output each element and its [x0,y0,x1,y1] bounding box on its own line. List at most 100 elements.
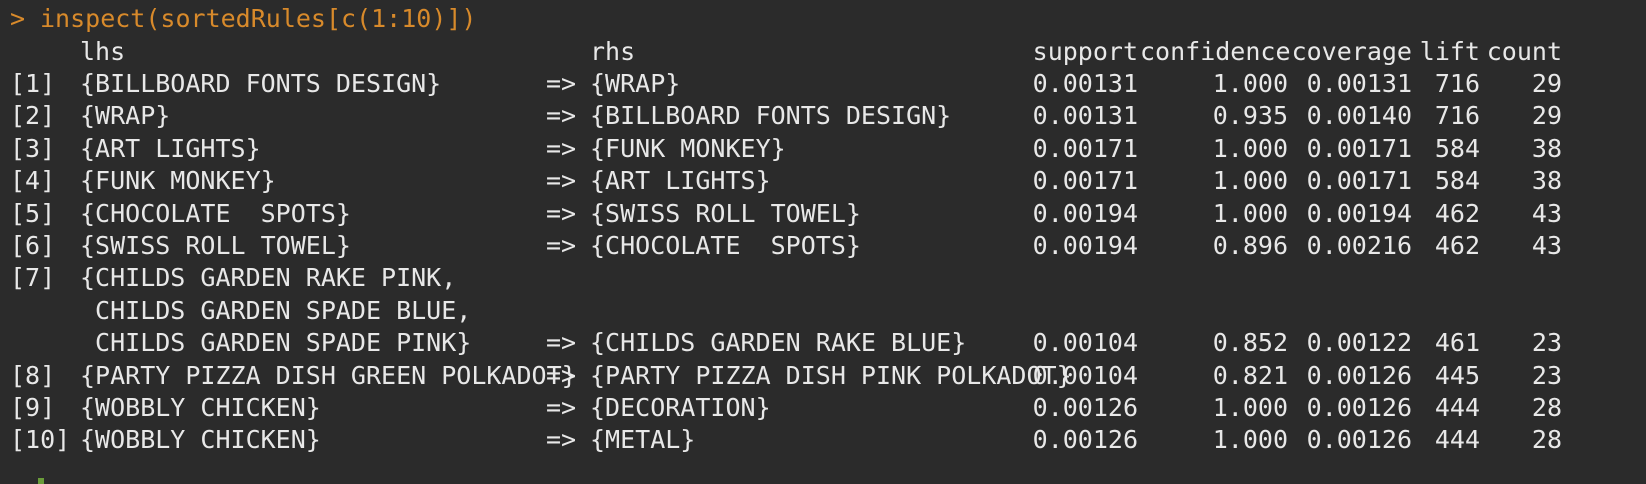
rule-rhs: {PARTY PIZZA DISH PINK POLKADOT} [590,360,1072,390]
rule-rhs: {ART LIGHTS} [590,166,771,196]
header-rhs: rhs [590,37,636,66]
rule-coverage: 0.00171 [1306,133,1412,163]
rule-count: 28 [1531,425,1562,455]
rule-lhs: {PARTY PIZZA DISH GREEN POLKADOT} [80,360,577,390]
rule-count: 38 [1531,166,1562,196]
rule-confidence: 0.852 [1212,328,1288,358]
rule-support: 0.00171 [1032,133,1138,163]
rule-lift: 462 [1434,231,1480,260]
prompt-symbol: > [10,4,26,33]
rule-lift: 444 [1434,425,1480,455]
rule-lift: 716 [1434,101,1480,131]
rule-confidence: 0.821 [1212,360,1288,390]
rule-lhs: {WOBBLY CHICKEN} [80,393,321,422]
rule-confidence: 1.000 [1212,166,1288,196]
row-index: [8] [10,360,56,390]
rule-arrow: => [546,360,577,390]
rule-coverage: 0.00216 [1306,231,1412,260]
rule-arrow: => [546,133,577,163]
rule-support: 0.00104 [1032,328,1138,358]
command-text: inspect(sortedRules[c(1:10)]) [40,4,477,33]
rule-lift: 444 [1434,393,1480,422]
header-lift: lift [1419,37,1480,66]
rule-lhs: {WOBBLY CHICKEN} [80,425,321,455]
rule-confidence: 1.000 [1212,425,1288,455]
rule-lhs: CHILDS GARDEN SPADE PINK} [80,328,472,358]
rule-lhs: {CHILDS GARDEN RAKE PINK, [80,263,457,293]
header-count: count [1486,37,1562,66]
table-header: lhs rhs support confidence coverage lift… [0,35,1562,69]
rule-count: 43 [1531,231,1562,260]
rule-coverage: 0.00126 [1306,393,1412,422]
rule-arrow: => [546,393,577,422]
row-index: [4] [10,166,56,196]
rule-lift: 584 [1434,166,1480,196]
header-coverage: coverage [1291,37,1412,66]
rule-arrow: => [546,69,577,98]
rule-count: 43 [1531,198,1562,228]
rule-count: 23 [1531,328,1562,358]
rule-lift: 584 [1434,133,1480,163]
row-index: [7] [10,263,56,293]
rule-confidence: 1.000 [1212,198,1288,228]
rule-support: 0.00104 [1032,360,1138,390]
rule-confidence: 0.935 [1212,101,1288,131]
rule-count: 29 [1531,101,1562,131]
rule-arrow: => [546,101,577,131]
row-index: [6] [10,231,56,260]
rule-rhs: {WRAP} [590,69,681,98]
row-index: [5] [10,198,56,228]
rule-count: 23 [1531,360,1562,390]
rule-confidence: 1.000 [1212,133,1288,163]
rule-lift: 461 [1434,328,1480,358]
rule-arrow: => [546,328,577,358]
rule-support: 0.00131 [1032,101,1138,131]
rule-confidence: 1.000 [1212,393,1288,422]
rule-support: 0.00171 [1032,166,1138,196]
rule-lift: 716 [1434,69,1480,98]
rule-arrow: => [546,166,577,196]
rule-support: 0.00126 [1032,393,1138,422]
rule-arrow: => [546,231,577,260]
row-index: [2] [10,101,56,131]
rule-count: 29 [1531,69,1562,98]
rule-lhs: {ART LIGHTS} [80,133,261,163]
rule-rhs: {CHOCOLATE SPOTS} [590,231,861,260]
rule-count: 38 [1531,133,1562,163]
row-index: [3] [10,133,56,163]
rule-arrow: => [546,425,577,455]
row-index: [1] [10,69,56,98]
rule-arrow: => [546,198,577,228]
rule-coverage: 0.00126 [1306,425,1412,455]
row-index: [9] [10,393,56,422]
row-index: [10] [10,425,71,455]
rule-lhs: {FUNK MONKEY} [80,166,276,196]
cursor-indicator [38,478,44,484]
rule-support: 0.00194 [1032,198,1138,228]
rule-lhs: {CHOCOLATE SPOTS} [80,198,351,228]
rule-coverage: 0.00194 [1306,198,1412,228]
rule-coverage: 0.00140 [1306,101,1412,131]
rule-lhs: CHILDS GARDEN SPADE BLUE, [80,295,472,325]
rule-lhs: {WRAP} [80,101,171,131]
rule-rhs: {FUNK MONKEY} [590,133,786,163]
rule-lhs: {SWISS ROLL TOWEL} [80,231,351,260]
rule-rhs: {SWISS ROLL TOWEL} [590,198,861,228]
header-lhs: lhs [80,37,126,66]
rule-rhs: {DECORATION} [590,393,771,422]
header-support: support [1032,37,1138,66]
rule-rhs: {BILLBOARD FONTS DESIGN} [590,101,952,131]
header-confidence: confidence [1140,37,1291,66]
rule-lift: 445 [1434,360,1480,390]
rule-support: 0.00194 [1032,231,1138,260]
command-line: > inspect(sortedRules[c(1:10)]) [0,2,477,36]
rule-coverage: 0.00126 [1306,360,1412,390]
rule-confidence: 0.896 [1212,231,1288,260]
rule-coverage: 0.00122 [1306,328,1412,358]
rule-count: 28 [1531,393,1562,422]
rule-coverage: 0.00131 [1306,69,1412,98]
rule-confidence: 1.000 [1212,69,1288,98]
rule-lhs: {BILLBOARD FONTS DESIGN} [80,69,442,98]
rule-lift: 462 [1434,198,1480,228]
